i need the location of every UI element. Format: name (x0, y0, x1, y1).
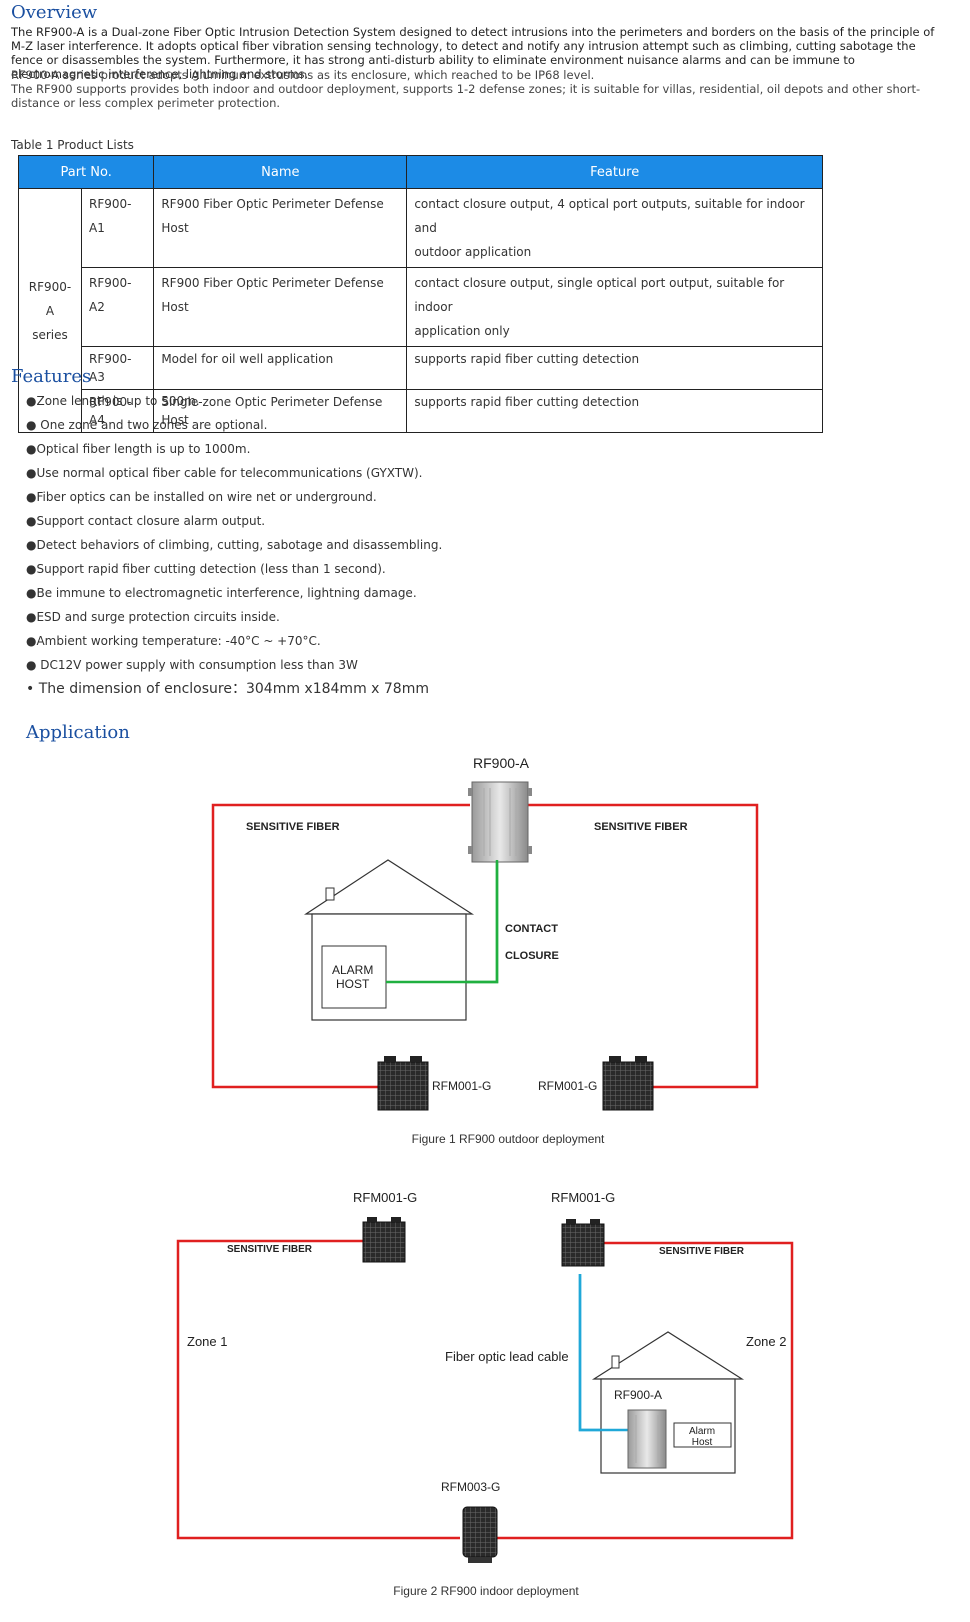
figure-indoor-deployment: RFM001-G RFM001-G SENSITIVE FIBER SENSIT… (176, 1190, 794, 1598)
name-cell: RF900 Fiber Optic Perimeter Defense Host (153, 267, 408, 347)
list-item: ● DC12V power supply with consumption le… (26, 658, 358, 672)
house-icon (303, 859, 475, 1021)
name-cell: RF900 Fiber Optic Perimeter Defense Host (153, 188, 408, 268)
part-cell: RF900-A3 (80, 346, 155, 390)
house-icon (591, 1331, 745, 1474)
feature-text-continued: application only (414, 324, 510, 338)
rfm001-box-top-right (561, 1219, 605, 1267)
table-row: RF900-A2 RF900 Fiber Optic Perimeter Def… (19, 267, 823, 347)
name-cell: Model for oil well application (153, 346, 408, 390)
figure-1-caption: Figure 1 RF900 outdoor deployment (412, 1132, 605, 1146)
zone1-label: Zone 1 (187, 1334, 227, 1349)
feature-text-continued: outdoor application (414, 245, 532, 259)
table-row: RF900-A4 Single-zone Optic Perimeter Def… (19, 389, 823, 433)
feature-text: contact closure output, 4 optical port o… (414, 197, 805, 235)
list-item: ●ESD and surge protection circuits insid… (26, 610, 280, 624)
zone2-label: Zone 2 (746, 1334, 786, 1349)
application-heading: Application (26, 722, 130, 743)
list-item: ●Support rapid fiber cutting detection (… (26, 562, 386, 576)
box-label-top-left: RFM001-G (353, 1190, 417, 1205)
fiber-line-right (524, 803, 759, 1089)
series-cell: RF900-A series (18, 188, 82, 433)
rfm003-box-bottom (462, 1506, 498, 1563)
rfm001-box-right (602, 1056, 654, 1111)
box-label-left: RFM001-G (432, 1079, 491, 1093)
list-item: ●Support contact closure alarm output. (26, 514, 266, 528)
alarm-host-label-suffix: HOST (336, 977, 370, 991)
list-item: ●Be immune to electromagnetic interferen… (26, 586, 417, 600)
part-cell: RF900-A1 (80, 188, 155, 268)
list-item: ●Ambient working temperature: -40°C ~ +7… (26, 634, 321, 648)
host-label: RF900-A (473, 755, 530, 771)
alarm-host-label: ALARM (332, 963, 373, 977)
list-item: ●Detect behaviors of climbing, cutting, … (26, 538, 443, 552)
fiber-line-zone2 (488, 1241, 794, 1540)
rfm001-box-top-left (362, 1217, 406, 1263)
feature-cell: contact closure output, single optical p… (406, 267, 823, 347)
list-item: ● One zone and two zones are optional. (26, 418, 268, 432)
table-row: RF900-A series RF900-A1 RF900 Fiber Opti… (18, 188, 823, 433)
product-table: Part No. Name Feature RF900-A series RF9… (17, 155, 823, 433)
part-cell: RF900-A2 (80, 267, 155, 347)
overview-paragraph: The RF900-A is a Dual-zone Fiber Optic I… (11, 25, 935, 81)
rf900-host-device (468, 781, 532, 863)
header-feature: Feature (406, 155, 823, 189)
fiber-label-zone2: SENSITIVE FIBER (659, 1246, 745, 1257)
table-header-row: Part No. Name Feature (17, 155, 823, 189)
contact-label: CONTACT (505, 923, 558, 935)
rfm001-box-left (377, 1056, 429, 1111)
box-label-right: RFM001-G (538, 1079, 597, 1093)
closure-label: CLOSURE (505, 950, 559, 962)
lead-cable-label: Fiber optic lead cable (445, 1349, 569, 1364)
part-cell: RF900-A4 (80, 389, 155, 433)
feature-cell: contact closure output, 4 optical port o… (406, 188, 823, 268)
list-item: • The dimension of enclosure：304mm x184m… (26, 681, 429, 697)
overview-heading: Overview (11, 2, 98, 23)
fiber-line-zone1 (176, 1239, 460, 1540)
list-item: ●Optical fiber length is up to 1000m. (26, 442, 251, 456)
feature-cell: supports rapid fiber cutting detection (406, 346, 823, 390)
table-row: RF900-A3 Model for oil well application … (19, 346, 823, 390)
feature-cell: supports rapid fiber cutting detection (406, 389, 823, 433)
figure-2-caption: Figure 2 RF900 indoor deployment (393, 1584, 579, 1598)
alarm-host-label-suffix: Host (692, 1437, 713, 1448)
header-part-no: Part No. (17, 155, 155, 189)
features-heading: Features (11, 366, 92, 387)
list-item: ●Zone length is up to 500m. (26, 394, 200, 408)
overview-deployment-paragraph: The RF900 supports provides both indoor … (11, 82, 921, 110)
feature-text: contact closure output, single optical p… (414, 276, 785, 314)
fiber-label-left: SENSITIVE FIBER (246, 821, 340, 833)
series-label-suffix: series (32, 327, 68, 342)
table-caption: Table 1 Product Lists (11, 138, 134, 152)
alarm-host-label: Alarm (689, 1426, 715, 1437)
header-name: Name (153, 155, 408, 189)
host-label: RF900-A (614, 1388, 662, 1402)
fiber-label-right: SENSITIVE FIBER (594, 821, 688, 833)
fiber-line-left (211, 803, 470, 1089)
name-cell: Single-zone Optic Perimeter Defense Host (153, 389, 408, 433)
fiber-label-zone1: SENSITIVE FIBER (227, 1244, 313, 1255)
figure-outdoor-deployment: RF900-A SENSITIVE FIBER SENSITIVE FIBER … (211, 755, 759, 1146)
box-label-top-right: RFM001-G (551, 1190, 615, 1205)
features-list: ●Zone length is up to 500m. ● One zone a… (26, 392, 442, 704)
box-label-bottom: RFM003-G (441, 1480, 500, 1494)
list-item: ●Fiber optics can be installed on wire n… (26, 490, 377, 504)
overview-enclosure-paragraph: RF900-A series product adopts Aluminum e… (11, 68, 595, 82)
rf900-host-device (627, 1409, 667, 1469)
series-label: RF900-A (28, 279, 72, 318)
list-item: ●Use normal optical fiber cable for tele… (26, 466, 423, 480)
